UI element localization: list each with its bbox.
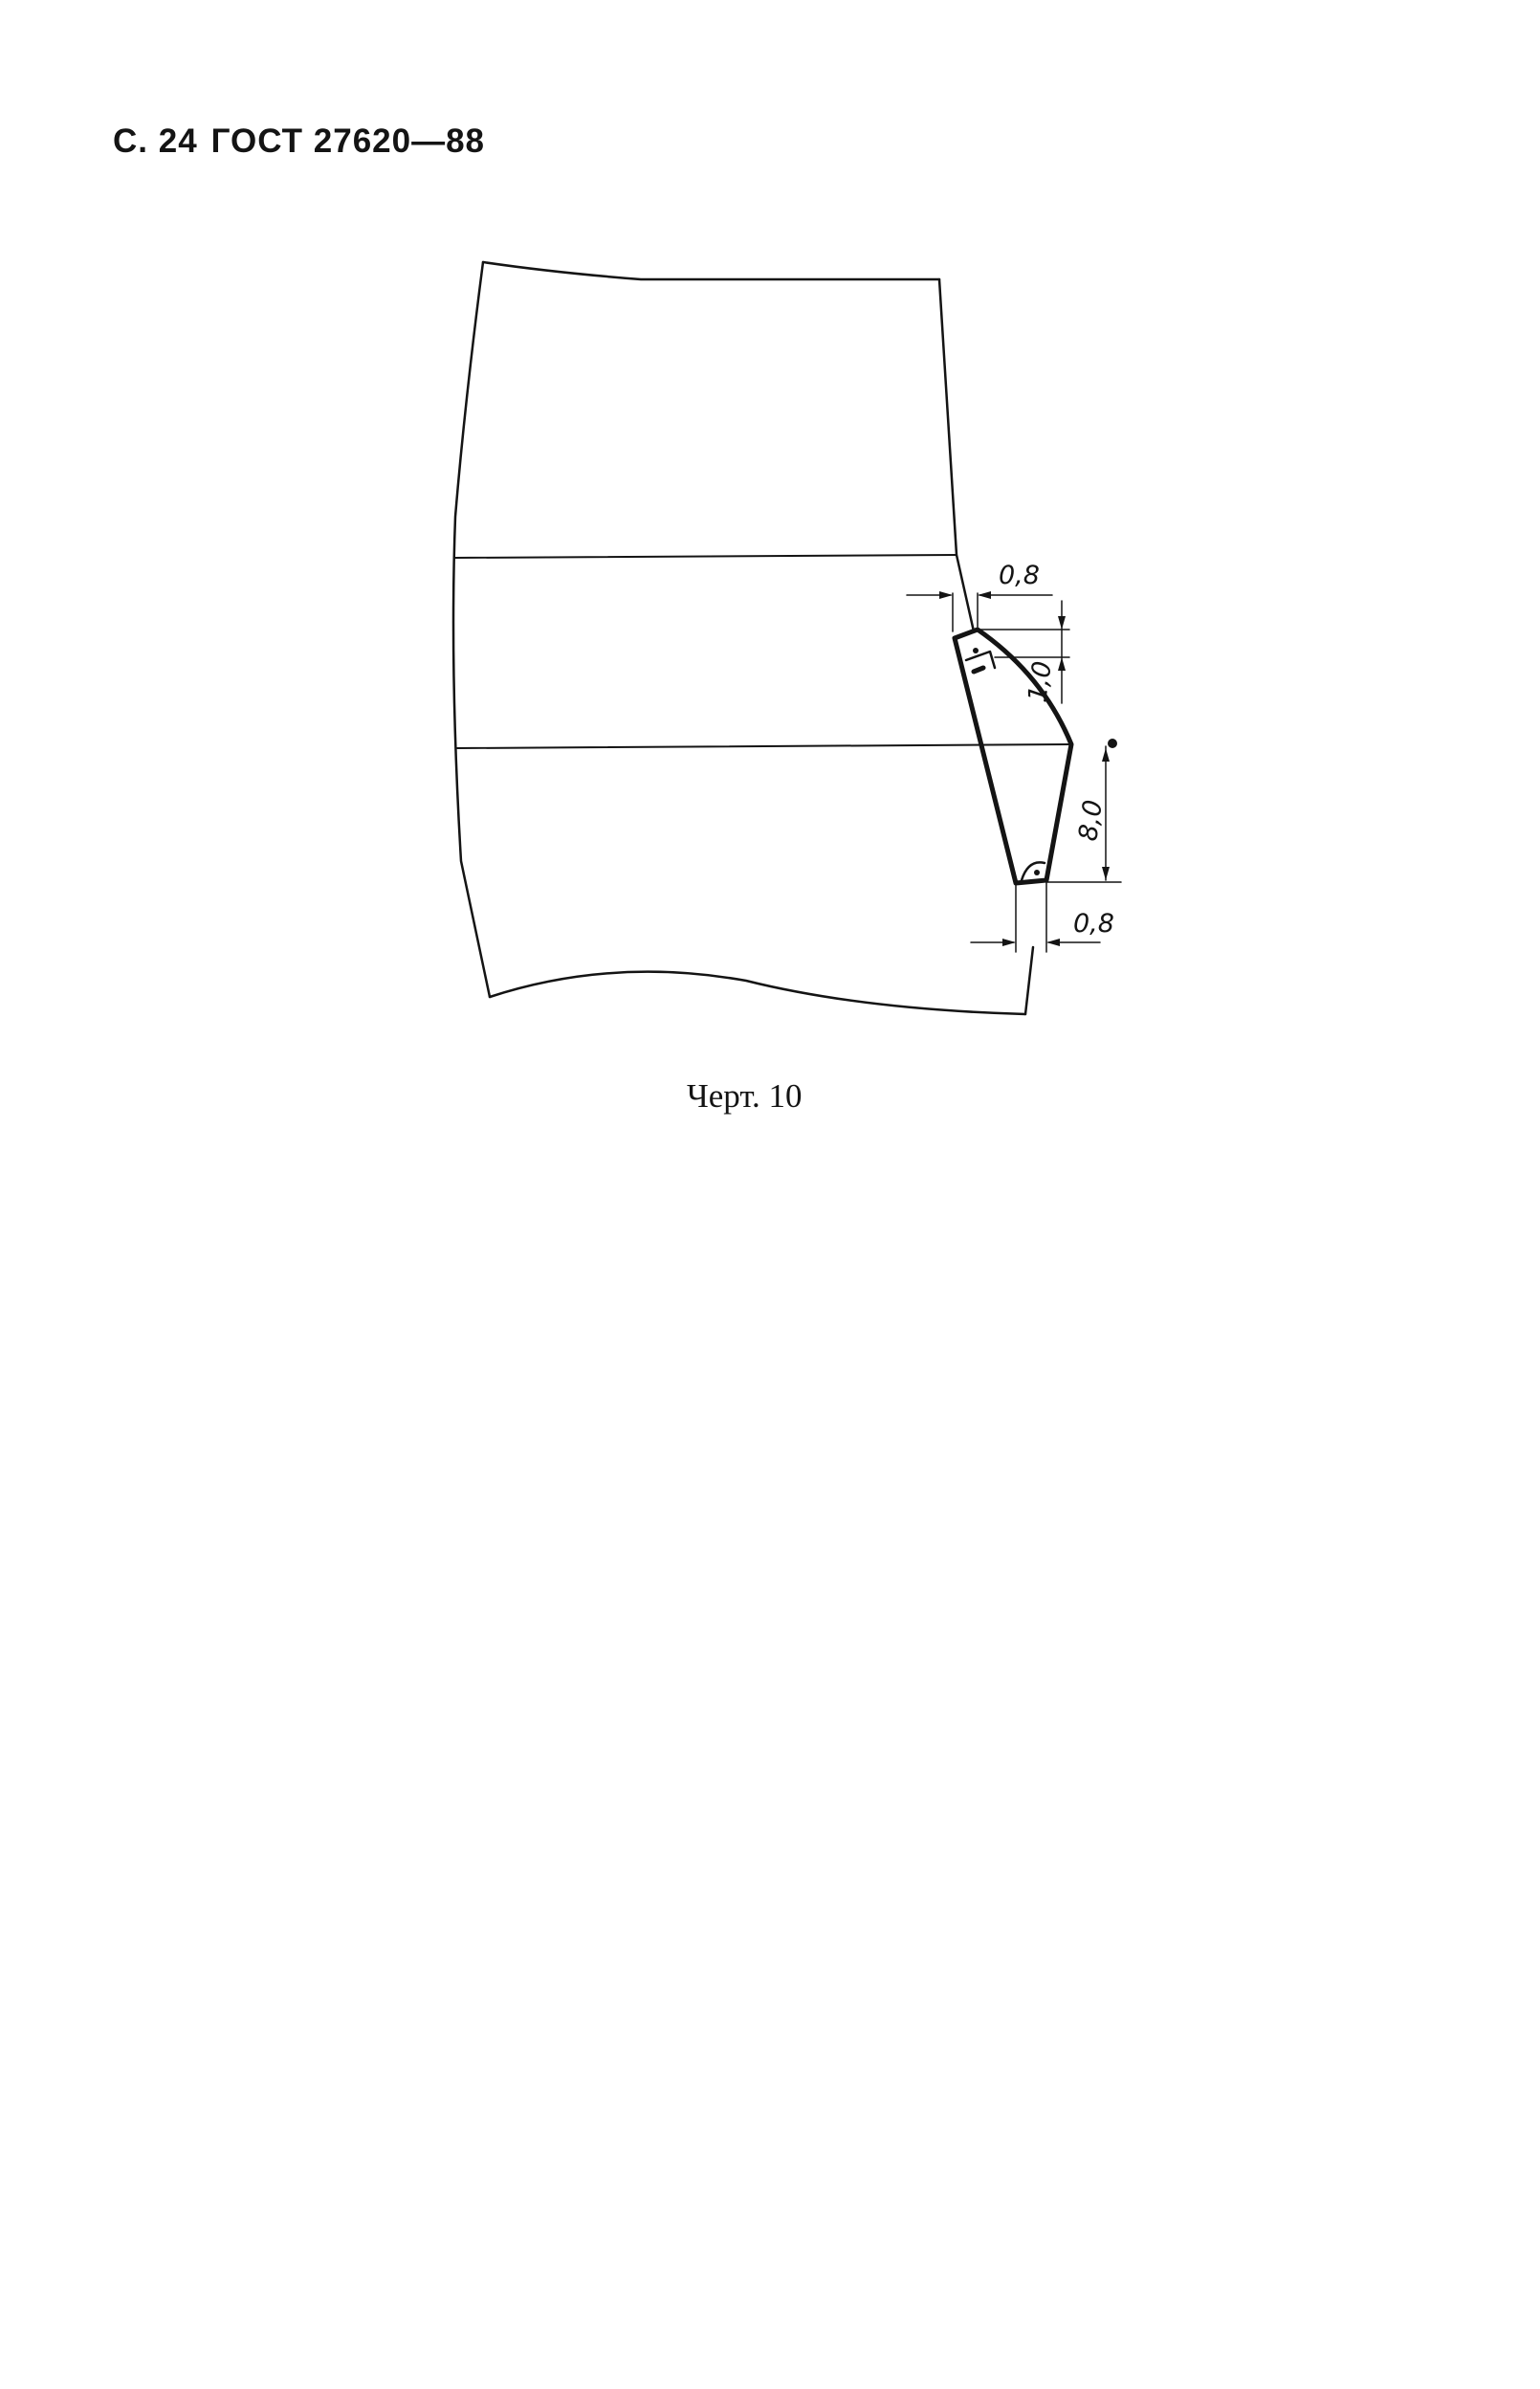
side-seam-line (937, 277, 976, 633)
arrow-top-left (939, 591, 953, 599)
arrow-bottom-left (1002, 939, 1016, 946)
tick-mark-top (971, 665, 986, 675)
top-edge-line (481, 260, 941, 281)
arrow-large-up (1102, 748, 1110, 762)
arrow-small-down (1058, 657, 1066, 671)
right-angle-mark-top (964, 650, 997, 670)
dim-label-top-offset: 0,8 (999, 561, 1040, 590)
dim-label-vertical-small: 1,0 (1023, 659, 1058, 704)
pocket-outline (952, 627, 1074, 886)
standard-number: ГОСТ 27620—88 (210, 122, 486, 160)
angle-dot-bottom (1034, 870, 1040, 875)
arrow-large-down (1102, 867, 1110, 880)
arrow-top-right (978, 591, 991, 599)
left-edge-line (451, 260, 492, 999)
dim-label-bottom-offset: 0,8 (1073, 909, 1114, 939)
angle-dot-top (973, 648, 979, 653)
dim-label-vertical-large: 8,0 (1073, 798, 1109, 843)
side-seam-lower-line (1023, 945, 1035, 1016)
page-header: С. 24 ГОСТ 27620—88 (113, 122, 498, 161)
hip-line (454, 554, 957, 559)
arrow-bottom-right (1046, 939, 1060, 946)
page-number: С. 24 (113, 122, 198, 160)
bottom-edge-line (488, 970, 1027, 1016)
right-angle-mark-bottom (1020, 861, 1046, 882)
crotch-line (456, 743, 1072, 749)
pattern-drawing: 0,8 1,0 8,0 0,8 (451, 260, 1122, 1016)
point-dot (1108, 739, 1117, 748)
figure-caption: Черт. 10 (687, 1077, 803, 1115)
arrow-small-up (1058, 616, 1066, 630)
